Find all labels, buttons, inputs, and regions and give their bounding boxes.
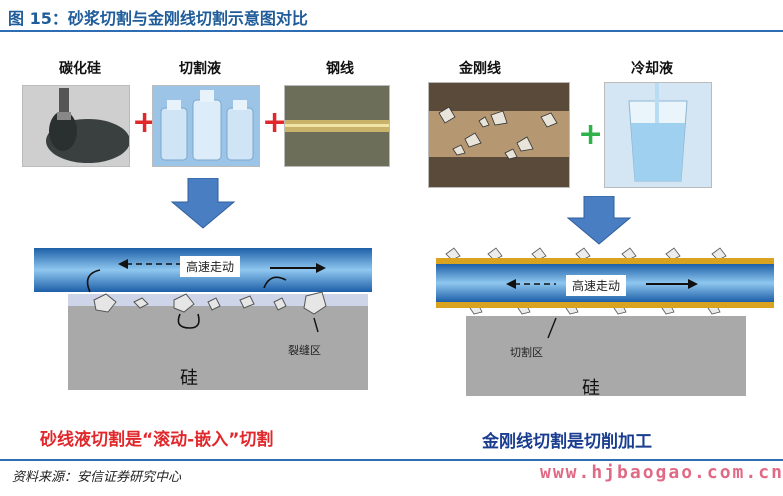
slurry-caption: 砂线液切割是“滚动-嵌入”切割 <box>40 430 274 450</box>
steel-wire-photo <box>284 85 390 167</box>
label-cutting-fluid: 切割液 <box>179 61 221 77</box>
cut-zone-label: 切割区 <box>510 346 543 359</box>
plus-sign-2: + <box>262 105 288 140</box>
coolant-photo <box>604 82 712 188</box>
plus-sign-3: + <box>578 117 604 152</box>
down-arrow-left <box>170 178 236 229</box>
speed-label-right: 高速走动 <box>566 275 627 296</box>
silicon-carbide-photo <box>22 85 130 167</box>
diamond-wire-photo <box>428 82 570 188</box>
page-title: 图 15：砂浆切割与金刚线切割示意图对比 <box>8 9 308 28</box>
label-silicon-carbide: 碳化硅 <box>59 61 101 77</box>
footer-divider <box>0 459 783 461</box>
diamond-caption: 金刚线切割是切削加工 <box>482 432 652 452</box>
label-steel-wire: 钢线 <box>326 61 354 77</box>
source-note: 资料来源：安信证券研究中心 <box>12 470 182 485</box>
label-coolant: 冷却液 <box>631 61 673 77</box>
watermark: www.hjbaogao.com.cn <box>540 462 783 483</box>
cutting-fluid-photo <box>152 85 260 167</box>
crack-zone-label: 裂缝区 <box>288 344 321 357</box>
title-divider <box>0 30 783 32</box>
silicon-label-right: 硅 <box>582 378 600 399</box>
speed-label-left: 高速走动 <box>180 256 241 277</box>
diamond-cutting-diagram <box>436 246 774 396</box>
silicon-label-left: 硅 <box>180 368 198 389</box>
label-diamond-wire: 金刚线 <box>459 61 501 77</box>
down-arrow-right <box>566 196 632 245</box>
